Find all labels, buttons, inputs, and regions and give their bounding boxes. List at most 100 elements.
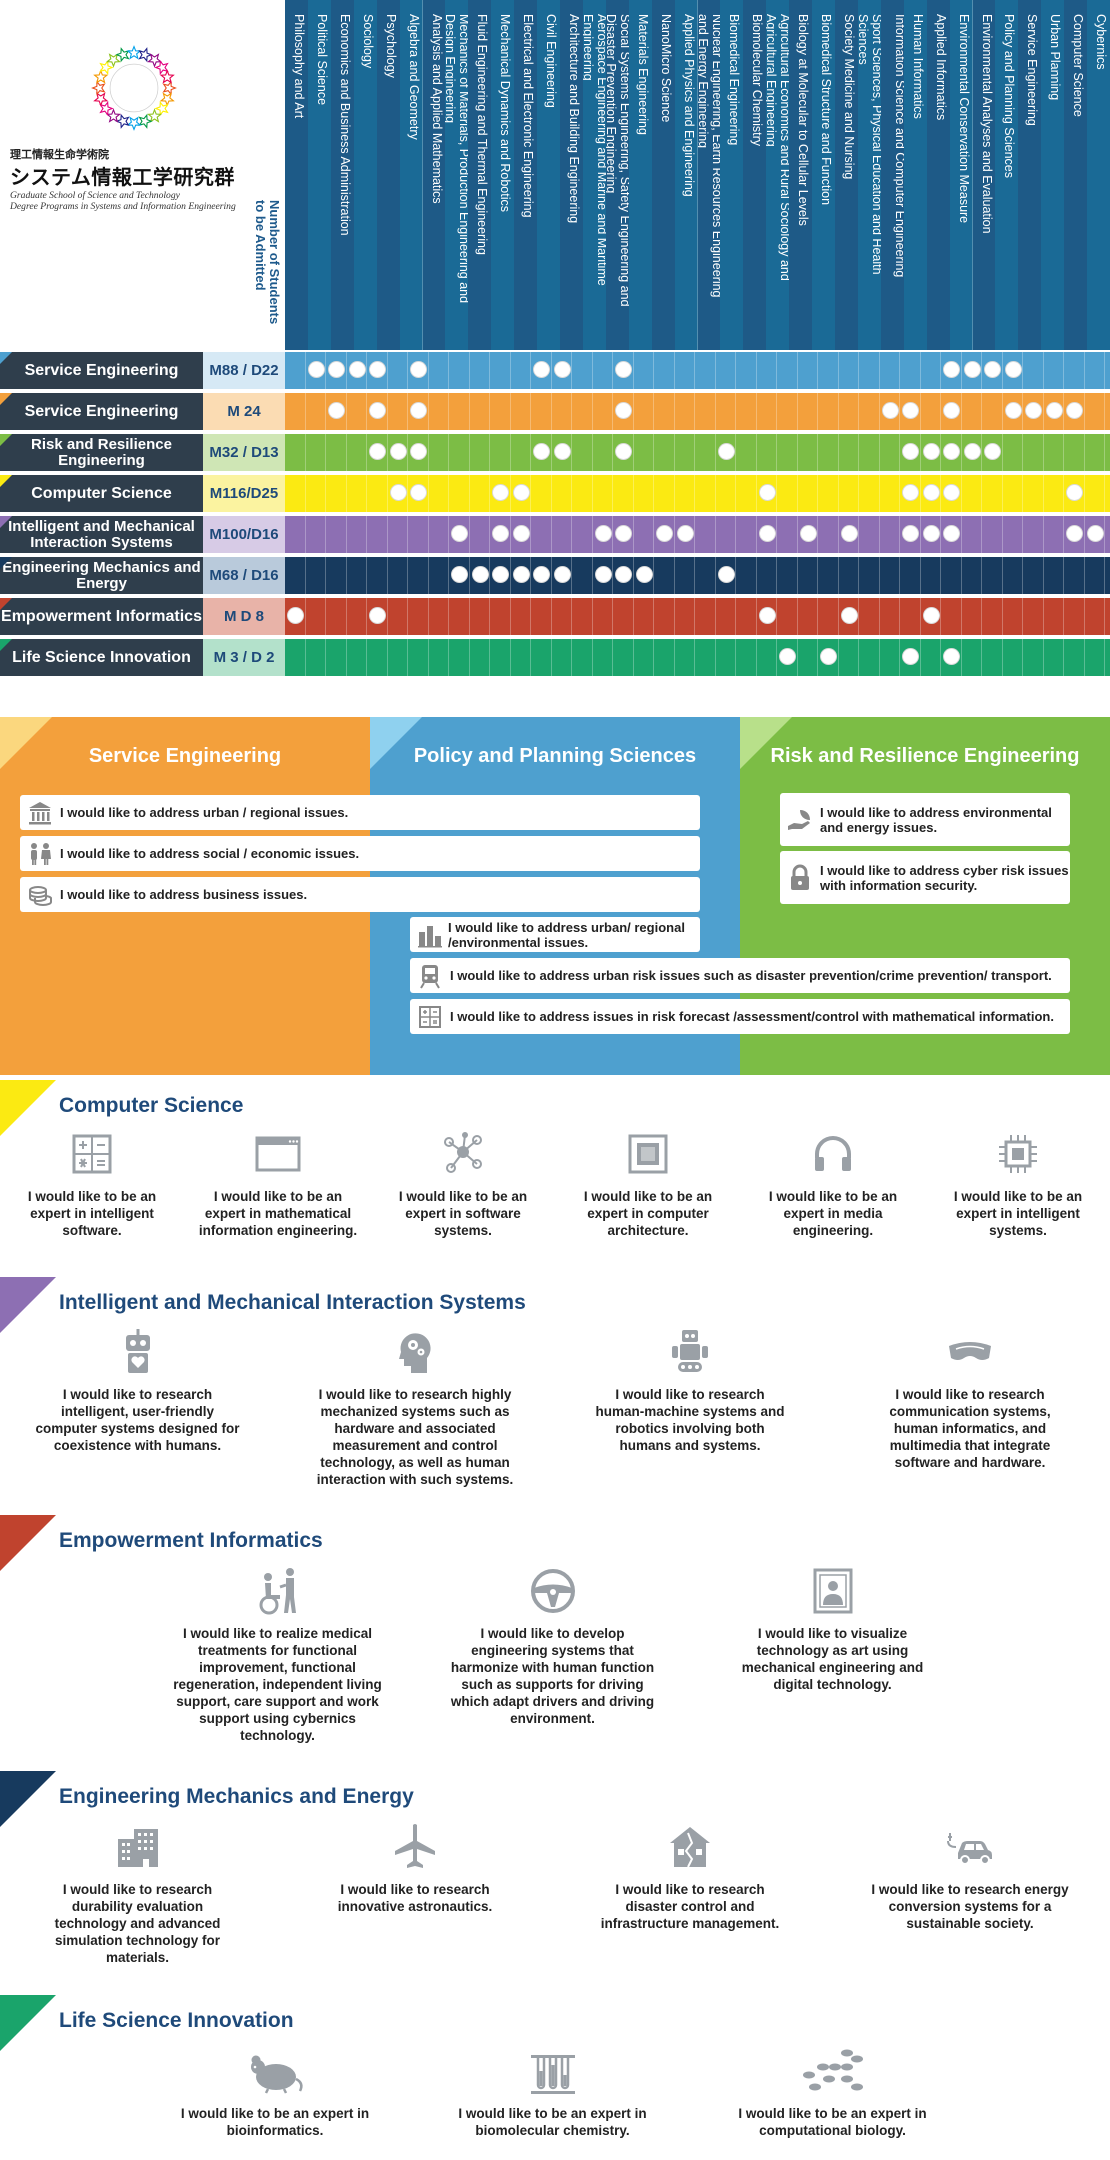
matrix-cell xyxy=(1064,598,1085,635)
emp-header: Empowerment Informatics xyxy=(0,1515,1110,1575)
matrix-cell xyxy=(1003,352,1023,389)
matrix-cell xyxy=(511,557,531,594)
row-cells xyxy=(285,393,1110,430)
matrix-cell xyxy=(367,434,388,471)
matrix-cell xyxy=(900,434,921,471)
matrix-cell xyxy=(736,639,757,676)
column-header-label: Electrical and Electronic Engineering xyxy=(521,14,536,218)
column-header-label: Fluid Engineering and Thermal Engineerin… xyxy=(475,14,490,255)
matrix-cell xyxy=(1044,393,1064,430)
field-marker-dot xyxy=(348,361,366,378)
field-marker-dot xyxy=(758,525,776,542)
matrix-cell xyxy=(941,516,962,553)
matrix-cell xyxy=(449,557,470,594)
field-marker-dot xyxy=(943,648,960,665)
imis-item-mechanized: I would like to research highly mechaniz… xyxy=(305,1328,525,1488)
column-header: Political Science xyxy=(307,0,332,350)
cs-title: Computer Science xyxy=(59,1094,244,1117)
matrix-cell xyxy=(1085,598,1105,635)
matrix-cell xyxy=(306,557,326,594)
matrix-cell xyxy=(347,475,367,512)
field-marker-dot xyxy=(492,566,509,583)
matrix-cell xyxy=(1023,475,1044,512)
matrix-cell xyxy=(511,516,531,553)
column-header-label: Policy and Planning Sciences xyxy=(1002,14,1017,178)
column-header-label: Social Systems Engineering, Safety Engin… xyxy=(605,14,630,307)
matrix-cell xyxy=(900,598,921,635)
matrix-cell xyxy=(757,516,777,553)
column-header: Nuclear Engineering, Earth Resources Eng… xyxy=(697,0,722,350)
matrix-cell xyxy=(982,639,1003,676)
matrix-cell xyxy=(429,352,449,389)
imis-title: Intelligent and Mechanical Interaction S… xyxy=(59,1291,526,1314)
field-marker-dot xyxy=(471,566,489,583)
matrix-cell xyxy=(880,557,900,594)
column-header: Environmental Conservation Measure xyxy=(949,0,974,350)
matrix-cell xyxy=(490,475,511,512)
matrix-cell xyxy=(388,598,408,635)
matrix-cell xyxy=(593,557,613,594)
matrix-cell xyxy=(552,475,572,512)
matrix-cell xyxy=(880,516,900,553)
matrix-cell xyxy=(880,639,900,676)
logo-block: 理工情報生命学術院 システム情報工学研究群 Graduate School of… xyxy=(0,0,285,350)
stmt-env-energy: I would like to address environmental an… xyxy=(780,793,1070,846)
field-marker-dot xyxy=(779,648,796,665)
matrix-cell xyxy=(982,516,1003,553)
column-header: Aerospace Engineering and Marine and Mar… xyxy=(582,0,607,350)
field-marker-dot xyxy=(922,443,940,460)
matrix-cell xyxy=(818,598,839,635)
matrix-cell xyxy=(1023,352,1044,389)
matrix-cell xyxy=(695,352,716,389)
field-marker-dot xyxy=(512,566,530,583)
matrix-cell xyxy=(408,352,429,389)
division-label: Empowerment Informatics xyxy=(0,598,203,635)
matrix-cell xyxy=(634,393,654,430)
matrix-cell xyxy=(900,352,921,389)
field-marker-dot xyxy=(615,525,632,542)
column-header: Fluid Engineering and Thermal Engineerin… xyxy=(468,0,493,350)
matrix-cell xyxy=(613,393,634,430)
cs-item-intelligent-software: I would like to be an expert in intellig… xyxy=(12,1130,172,1239)
matrix-cell xyxy=(777,393,798,430)
matrix-cell xyxy=(511,639,531,676)
matrix-cell xyxy=(572,475,593,512)
matrix-cell xyxy=(552,639,572,676)
matrix-cell xyxy=(388,352,408,389)
field-marker-dot xyxy=(594,525,612,542)
matrix-cell xyxy=(695,434,716,471)
column-header: Biomedical Engineering xyxy=(720,0,745,350)
matrix-cell xyxy=(408,393,429,430)
matrix-cell xyxy=(429,393,449,430)
matrix-cell xyxy=(449,598,470,635)
matrix-cell xyxy=(408,434,429,471)
matrix-cell xyxy=(880,475,900,512)
matrix-cell xyxy=(1085,475,1105,512)
matrix-cell xyxy=(367,516,388,553)
column-header-label: Philosophy and Art xyxy=(291,14,306,119)
buildings-icon xyxy=(117,1829,158,1867)
matrix-cell xyxy=(675,475,695,512)
eme-item-disaster-control: I would like to research disaster contro… xyxy=(590,1823,790,1932)
matrix-cell xyxy=(675,639,695,676)
eme-title: Engineering Mechanics and Energy xyxy=(59,1785,414,1808)
matrix-cell xyxy=(1023,557,1044,594)
matrix-cell xyxy=(1064,639,1085,676)
matrix-cell xyxy=(1085,557,1105,594)
column-header-label: Civil Engineering xyxy=(543,14,558,108)
matrix-cell xyxy=(716,475,736,512)
field-marker-dot xyxy=(1086,525,1104,542)
matrix-cell xyxy=(326,352,347,389)
matrix-cell xyxy=(1003,393,1023,430)
matrix-cell xyxy=(818,434,839,471)
matrix-cell xyxy=(818,475,839,512)
matrix-cell xyxy=(880,352,900,389)
matrix-cell xyxy=(941,475,962,512)
column-header-label: Biomedical Structure and Function xyxy=(818,14,833,206)
matrix-cell xyxy=(388,557,408,594)
matrix-cell xyxy=(757,475,777,512)
matrix-cell xyxy=(1023,598,1044,635)
field-marker-dot xyxy=(963,361,981,378)
matrix-cell xyxy=(839,639,859,676)
